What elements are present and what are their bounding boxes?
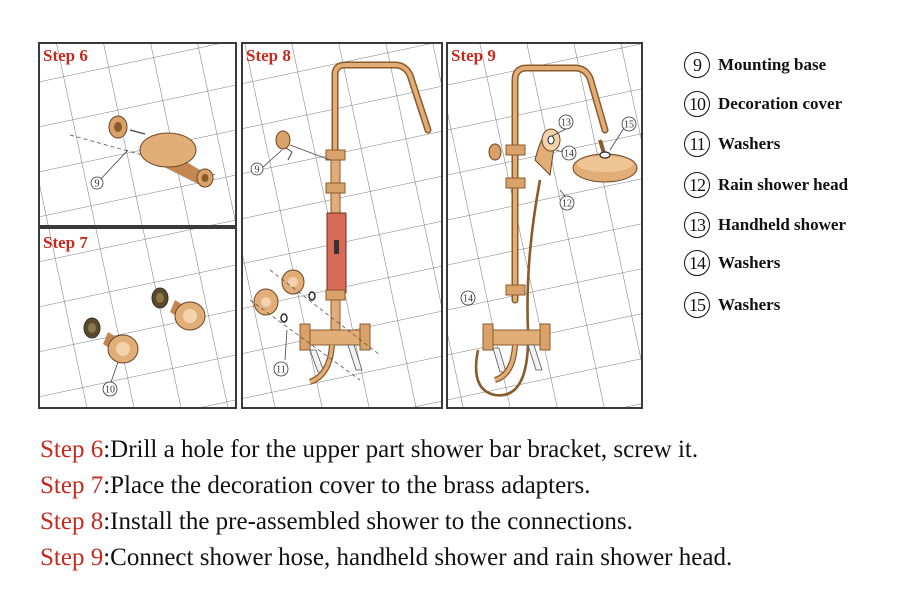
panel-step-7: 10 Step 7	[38, 227, 237, 409]
instruction-step-6: Step 6:Drill a hole for the upper part s…	[40, 432, 900, 468]
callout-14: 14	[564, 149, 574, 160]
step-text: :Place the decoration cover to the brass…	[103, 472, 591, 499]
legend-label: Washers	[718, 295, 781, 314]
panel-label-step-7: Step 7	[43, 233, 88, 252]
legend-number: 10	[684, 91, 710, 117]
legend-item: 15 Washers	[684, 290, 780, 320]
mounting-base-drawing	[69, 115, 216, 188]
legend-label: Washers	[718, 134, 781, 153]
instruction-list: Step 6:Drill a hole for the upper part s…	[40, 432, 900, 576]
panel-label-step-6: Step 6	[43, 46, 88, 65]
legend-number: 15	[684, 292, 710, 318]
step-text: :Connect shower hose, handheld shower an…	[103, 544, 733, 571]
legend-label: Rain shower head	[718, 175, 849, 194]
legend-number: 9	[684, 52, 710, 78]
legend-item: 12 Rain shower head	[684, 170, 848, 200]
legend-label: Handheld shower	[718, 215, 846, 234]
legend-number: 14	[684, 250, 710, 276]
callout-14: 14	[463, 294, 473, 305]
step-number: Step 7	[40, 472, 104, 499]
legend-item: 10 Decoration cover	[684, 89, 842, 119]
instruction-step-8: Step 8:Install the pre-assembled shower …	[40, 504, 900, 540]
callout-12: 12	[562, 199, 572, 210]
callout-9: 9	[95, 179, 100, 190]
legend-number: 13	[684, 212, 710, 238]
callout-15: 15	[624, 120, 634, 131]
legend-label: Mounting base	[718, 55, 827, 74]
legend-number: 12	[684, 172, 710, 198]
step-number: Step 8	[40, 508, 104, 535]
panel-step-8: 9 11 Step 8	[241, 42, 443, 409]
decoration-cover-drawing	[83, 287, 206, 386]
legend-item: 11 Washers	[684, 129, 780, 159]
completed-shower-drawing	[474, 64, 638, 397]
panel-label-step-8: Step 8	[246, 46, 291, 65]
legend-label: Decoration cover	[718, 94, 843, 113]
legend-number: 11	[684, 131, 710, 157]
callout-11: 11	[276, 365, 286, 376]
legend-item: 13 Handheld shower	[684, 210, 846, 240]
step-number: Step 9	[40, 544, 104, 571]
shower-assembly-drawing	[249, 61, 432, 385]
legend-item: 9 Mounting base	[684, 50, 826, 80]
instruction-step-9: Step 9:Connect shower hose, handheld sho…	[40, 540, 900, 576]
panel-step-6: 9 Step 6	[38, 42, 237, 227]
step-number: Step 6	[40, 436, 104, 463]
callout-13: 13	[561, 118, 571, 129]
instruction-step-7: Step 7:Place the decoration cover to the…	[40, 468, 900, 504]
legend-item: 14 Washers	[684, 248, 780, 278]
callout-9: 9	[255, 165, 260, 176]
step-text: :Install the pre-assembled shower to the…	[103, 508, 633, 535]
step-text: :Drill a hole for the upper part shower …	[103, 436, 699, 463]
callout-10: 10	[105, 385, 115, 396]
panel-label-step-9: Step 9	[451, 46, 496, 65]
legend-label: Washers	[718, 253, 781, 272]
panel-step-9: 13 15 14 12 14 Step 9	[446, 42, 643, 409]
